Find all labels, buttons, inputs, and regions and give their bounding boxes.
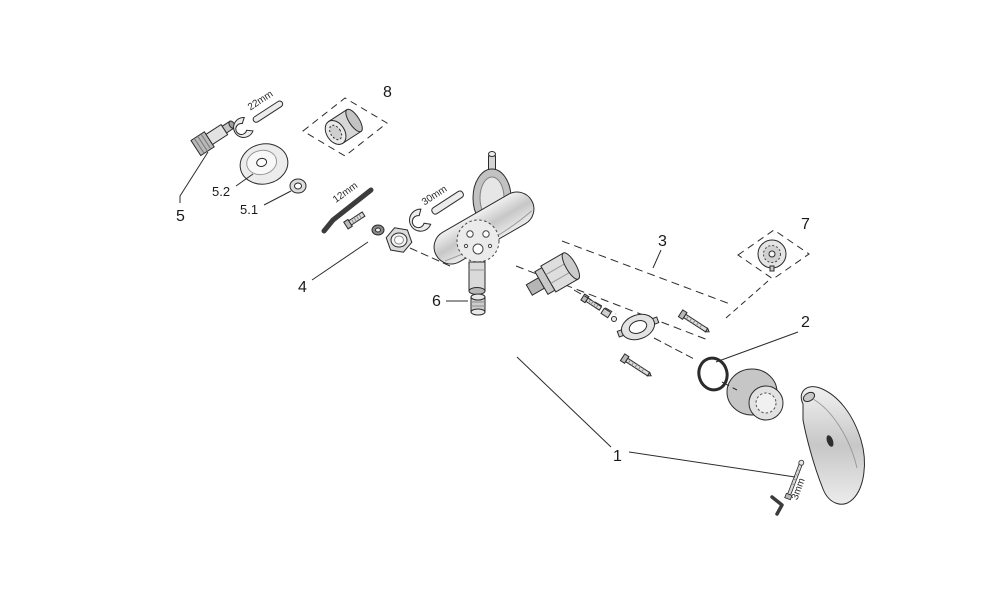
part7-dashed-box	[737, 229, 810, 280]
part1-leader-lines	[516, 356, 796, 478]
outlet-stub	[468, 261, 486, 295]
check-valve-part	[190, 120, 236, 157]
flange-ring	[616, 313, 660, 341]
part3-dashed-band	[515, 240, 731, 341]
sleeve-cover	[726, 368, 784, 421]
part7-cap	[757, 239, 787, 272]
part3-leader-line	[652, 249, 662, 269]
aerator-insert	[470, 293, 486, 316]
small-fittings	[600, 307, 617, 322]
label-part1: 1	[613, 448, 622, 465]
o-ring	[697, 356, 729, 392]
lever-handle	[800, 386, 865, 505]
label-part6: 6	[432, 293, 441, 310]
mounting-screw-upper	[677, 309, 710, 333]
part8-knob	[324, 108, 363, 145]
label-part5-1: 5.1	[240, 202, 258, 217]
axis-dash-segments	[409, 247, 738, 391]
open-end-wrench-22mm-icon	[233, 100, 284, 138]
label-part8: 8	[383, 84, 392, 101]
diagram-shapes	[179, 97, 865, 516]
label-part3: 3	[658, 233, 667, 250]
cartridge-screw	[580, 293, 603, 311]
hex-key-3mm-icon	[770, 495, 784, 516]
part4-leader-line	[311, 241, 369, 281]
faucet-body	[433, 191, 535, 265]
part8-dashed-box	[302, 97, 388, 157]
label-part7: 7	[801, 216, 810, 233]
gasket-ring	[371, 224, 385, 236]
label-part5: 5	[176, 208, 185, 225]
part7-axis-dash	[725, 280, 769, 319]
label-part5-2: 5.2	[212, 184, 230, 199]
label-part2: 2	[801, 314, 810, 331]
grub-screw	[343, 211, 366, 230]
cartridge	[525, 252, 581, 296]
escutcheon-plate	[239, 143, 289, 185]
label-part4: 4	[298, 279, 307, 296]
washer-ring	[289, 178, 307, 194]
hex-key-12mm-icon	[321, 187, 374, 234]
part5-leader-lines	[179, 151, 292, 206]
hex-nut	[385, 227, 413, 253]
open-end-wrench-30mm-icon	[409, 190, 464, 232]
handle-screw	[784, 459, 805, 501]
mounting-screw-lower	[619, 353, 652, 377]
part2-leader-line	[715, 331, 799, 363]
